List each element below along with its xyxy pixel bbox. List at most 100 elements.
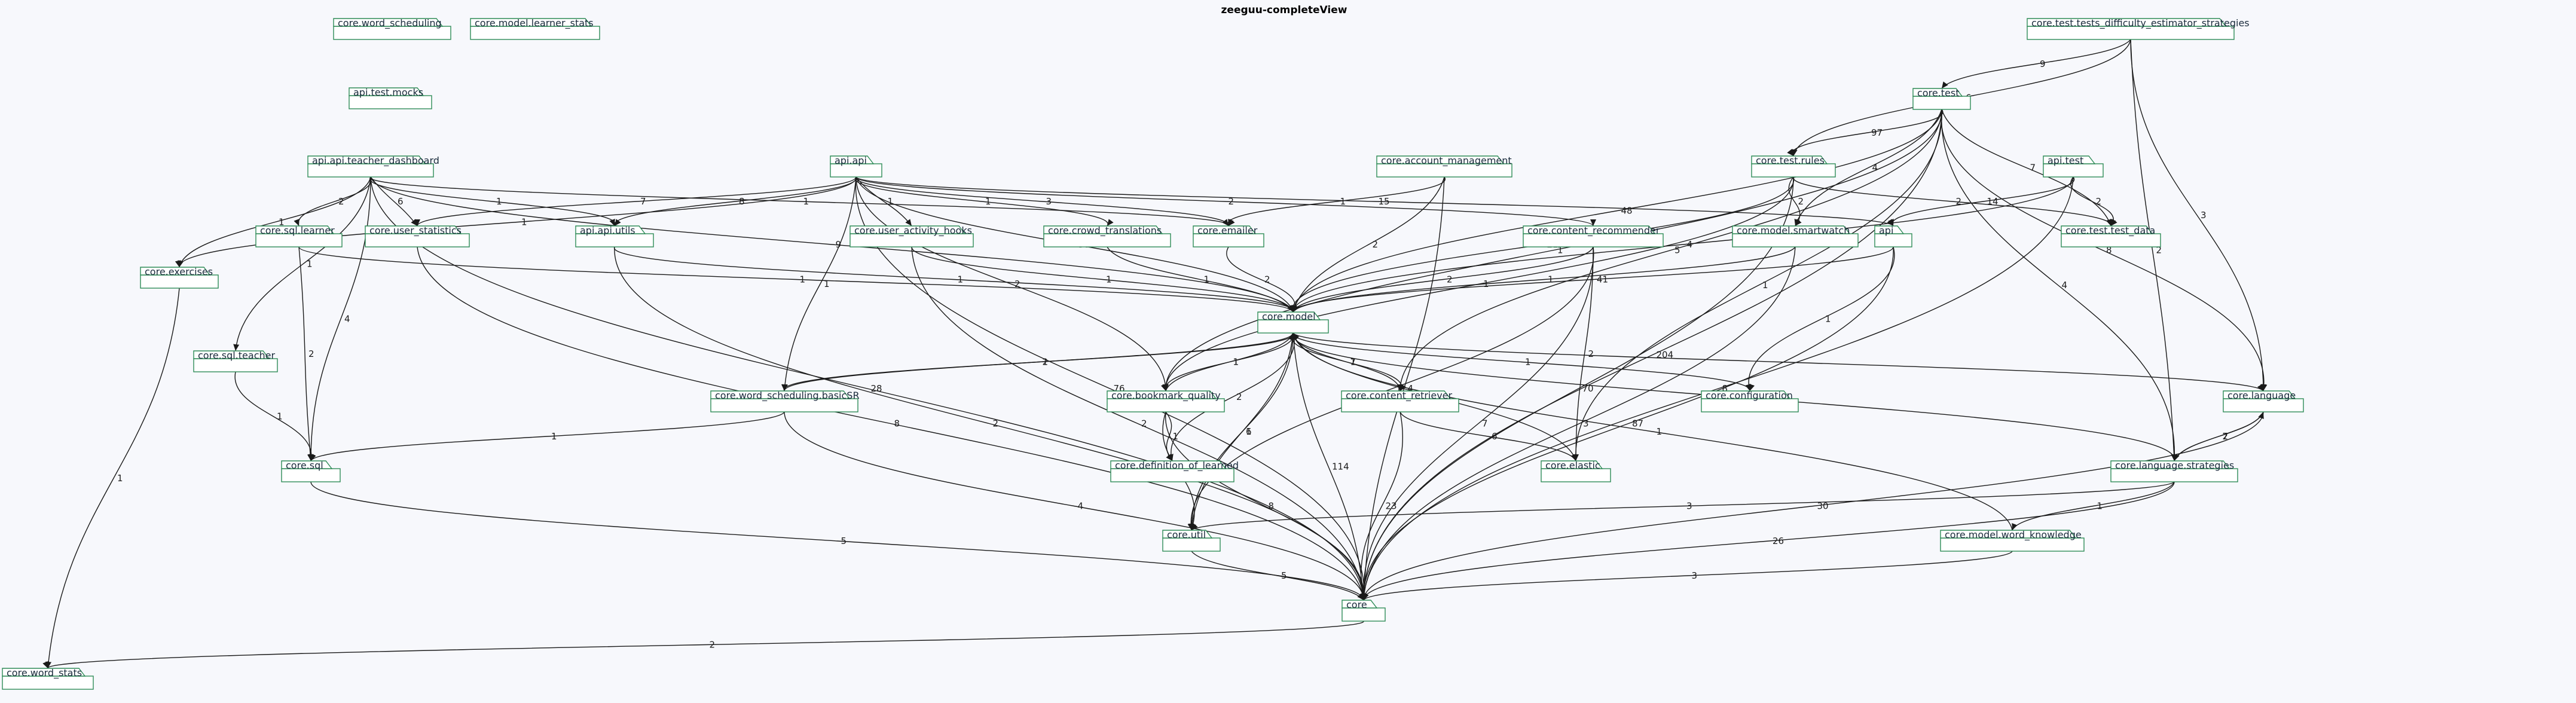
- package-label: core.util: [1167, 529, 1206, 540]
- package-core-model-learner-stats[interactable]: core.model.learner_stats: [470, 17, 600, 40]
- package-core-emailer[interactable]: core.emailer: [1193, 225, 1264, 247]
- package-core-language[interactable]: core.language: [2223, 390, 2304, 412]
- dependency-edge: [1787, 109, 1944, 157]
- package-label: core.user_statistics: [369, 225, 462, 237]
- package-core-sql[interactable]: core.sql: [281, 460, 341, 482]
- package-api-api[interactable]: api.api: [830, 155, 882, 178]
- edge-count-label: 2: [1236, 392, 1242, 402]
- dependency-edge: [1292, 332, 2264, 392]
- package-core-definition-of-learned[interactable]: core.definition_of_learned: [1110, 460, 1239, 482]
- edge-count-label: 2: [1264, 274, 1270, 285]
- edge-count-label: 1: [1340, 196, 1346, 207]
- package-label: core.language: [2227, 390, 2296, 401]
- edge-count-label: 114: [1332, 461, 1349, 472]
- dependency-edge: [1361, 109, 1942, 601]
- package-label: core.bookmark_quality: [1111, 390, 1221, 402]
- package-core-word-stats[interactable]: core.word_stats: [2, 667, 94, 690]
- package-tab: [1341, 390, 1452, 399]
- package-core-content-recommender[interactable]: core.content_recommender: [1523, 225, 1664, 247]
- edge-count-label: 4: [344, 314, 350, 325]
- package-core-test-rules[interactable]: core.test.rules: [1751, 155, 1836, 178]
- package-api-test[interactable]: api.test: [2043, 155, 2104, 178]
- edge-count-label: 2: [2156, 245, 2162, 256]
- edge-count-label: 2: [1141, 418, 1147, 429]
- package-core-word-scheduling[interactable]: core.word_scheduling: [333, 17, 451, 40]
- package-core[interactable]: core: [1342, 599, 1386, 622]
- package-core-sql-teacher[interactable]: core.sql.teacher: [193, 350, 278, 372]
- dependency-edge: [1191, 481, 2175, 531]
- package-core-test[interactable]: core.test: [1912, 87, 1971, 110]
- edge-count-label: 2: [308, 349, 314, 359]
- edge-count-label: 8: [1269, 501, 1275, 512]
- package-core-account-management[interactable]: core.account_management: [1376, 155, 1512, 178]
- package-core-test-test-data[interactable]: core.test.test_data: [2061, 225, 2161, 247]
- dependency-edge: [781, 176, 857, 392]
- package-core-model-word-knowledge[interactable]: core.model.word_knowledge: [1940, 529, 2085, 552]
- package-tab: [333, 18, 444, 27]
- package-label: core.model.smartwatch: [1737, 225, 1850, 236]
- package-core-exercises[interactable]: core.exercises: [140, 266, 219, 289]
- package-tab: [1376, 155, 1505, 164]
- package-core-user-statistics[interactable]: core.user_statistics: [365, 225, 470, 247]
- dependency-edge: [178, 176, 371, 268]
- package-core-user-activity-hooks[interactable]: core.user_activity_hooks: [850, 225, 974, 247]
- dependency-edge: [2070, 176, 2117, 227]
- package-core-sql-learner[interactable]: core.sql.learner: [255, 225, 343, 247]
- package-label: core.model: [1262, 311, 1316, 322]
- package-api[interactable]: api: [1874, 225, 1912, 247]
- package-tab: [575, 225, 646, 234]
- dependency-edge: [1941, 109, 2268, 392]
- dependency-edge: [310, 411, 785, 461]
- edge-count-label: 97: [1871, 127, 1883, 138]
- package-core-crowd-translations[interactable]: core.crowd_translations: [1043, 225, 1171, 247]
- dependency-edge: [417, 246, 1366, 601]
- edge-count-label: 2: [1014, 279, 1020, 289]
- package-core-language-strategies[interactable]: core.language.strategies: [2110, 460, 2238, 482]
- dependency-edge: [234, 371, 316, 461]
- edge-count-label: 7: [2030, 163, 2036, 173]
- dependency-edge: [1788, 176, 1802, 227]
- dependency-edge: [294, 176, 372, 227]
- edge-count-label: 3: [1583, 418, 1589, 429]
- package-core-model[interactable]: core.model: [1257, 311, 1329, 334]
- edge-count-label: 8: [1722, 383, 1728, 394]
- package-core-util[interactable]: core.util: [1162, 529, 1221, 552]
- package-core-word-scheduling-basicSR[interactable]: core.word_scheduling.basicSR: [710, 390, 860, 412]
- package-core-content-retriever[interactable]: core.content_retriever: [1341, 390, 1459, 412]
- package-tab: [1110, 460, 1227, 469]
- dependency-edge: [1941, 109, 2112, 227]
- package-core-test-tests-difficulty[interactable]: core.test.tests_difficulty_estimator_str…: [2027, 17, 2250, 40]
- package-tab: [255, 225, 335, 234]
- edge-count-label: 1: [1350, 357, 1356, 368]
- package-label: core.language.strategies: [2115, 460, 2234, 471]
- edge-count-label: 1: [1762, 280, 1768, 291]
- package-label: api.api.utils: [580, 225, 635, 236]
- edge-count-label: 1: [958, 274, 964, 285]
- package-core-bookmark-quality[interactable]: core.bookmark_quality: [1107, 390, 1225, 412]
- dependency-edge: [1941, 109, 2178, 461]
- dependency-edge: [1793, 176, 2116, 227]
- package-label: core.sql.learner: [260, 225, 335, 236]
- edge-count-label: 2: [2096, 196, 2102, 207]
- dependency-edge: [784, 332, 1300, 392]
- package-core-elastic[interactable]: core.elastic: [1541, 460, 1611, 482]
- edge-count-label: 3: [1692, 570, 1698, 581]
- edge-count-label: 1: [496, 196, 502, 207]
- edge-count-label: 4: [1687, 239, 1693, 250]
- edge-count-label: 15: [1379, 196, 1390, 207]
- package-api-test-mocks[interactable]: api.test.mocks: [349, 87, 432, 109]
- dependency-edge: [45, 288, 180, 669]
- package-tab: [307, 155, 426, 164]
- edge-count-label: 3: [1046, 196, 1052, 207]
- edge-count-label: 6: [398, 196, 404, 207]
- package-label: api.api.teacher_dashboard: [312, 155, 439, 167]
- package-label: api: [1879, 225, 1893, 236]
- package-core-configuration[interactable]: core.configuration: [1701, 390, 1799, 412]
- edge-count-label: 3: [1686, 501, 1692, 512]
- package-api-api-utils[interactable]: api.api.utils: [575, 225, 654, 247]
- package-label: core.user_activity_hooks: [854, 225, 972, 237]
- package-tab: [281, 460, 333, 469]
- dependency-edge: [1361, 411, 2264, 601]
- package-api-api-teacher-dashboard[interactable]: api.api.teacher_dashboard: [307, 155, 439, 178]
- package-core-model-smartwatch[interactable]: core.model.smartwatch: [1732, 225, 1859, 247]
